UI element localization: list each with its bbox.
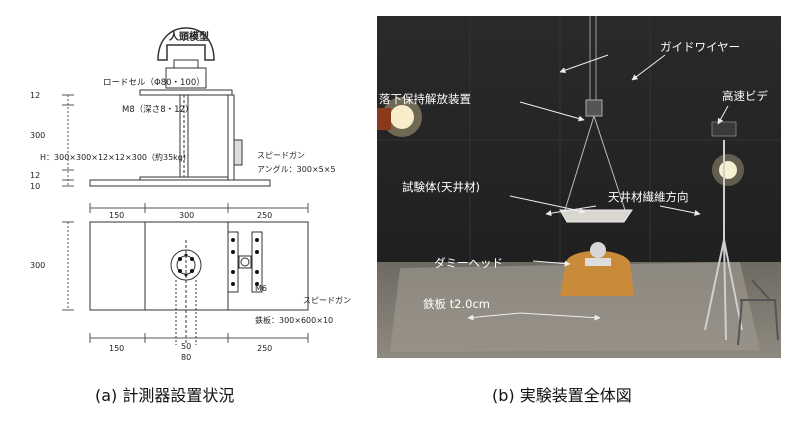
top-dimensions <box>89 203 309 213</box>
dim-left-2: 12 <box>30 171 40 180</box>
release-device-label: 落下保持解放装置 <box>379 92 471 106</box>
dim-left-1: 300 <box>30 131 45 140</box>
dim-bottom-2: 250 <box>257 344 272 353</box>
load-cell-body <box>165 67 207 89</box>
angle-frame <box>227 94 235 181</box>
camera-label: 高速ビデ <box>722 89 768 103</box>
base-plate <box>89 179 271 187</box>
high-speed-camera <box>711 121 737 137</box>
fiber-direction-label: 天井材繊維方向 <box>608 190 689 204</box>
bolt-label: M8（深さ8・12） <box>122 104 193 115</box>
dummy-head-cover <box>560 250 634 296</box>
speedgun-side <box>233 139 243 166</box>
dim-left-3: 10 <box>30 182 40 191</box>
specimen-label: 試験体(天井材) <box>402 180 480 194</box>
head-model-label: 人頭模型 <box>169 30 209 43</box>
steel-plate-photo <box>390 262 760 352</box>
speedgun-label-top: スピードガン <box>257 150 305 160</box>
bolt-holes <box>178 253 194 277</box>
h-section-label: H：300×300×12×12×300（約35kg） <box>40 152 191 162</box>
top-plate <box>139 89 233 96</box>
dim-bottom-0: 150 <box>109 344 124 353</box>
m6-label: M6 <box>255 284 267 293</box>
caption-a: (a) 計測器設置状況 <box>95 386 235 405</box>
dim-top-1: 300 <box>179 211 194 220</box>
left-dimensions <box>62 94 74 187</box>
bottom-dimensions <box>89 333 309 343</box>
head-model-shape <box>157 27 215 61</box>
caption-b: (b) 実験装置全体図 <box>492 386 632 405</box>
dim-bottom-1: 50 <box>181 342 191 351</box>
loadcell-label: ロードセル（Φ80・100） <box>103 77 205 88</box>
plate-label: 鉄板：300×600×10 <box>255 315 333 325</box>
dim-plan-left: 300 <box>30 261 45 270</box>
angle-label: アングル：300×5×5 <box>257 164 336 174</box>
release-device <box>585 99 603 117</box>
camera-tripod <box>704 140 743 341</box>
guide-wire-label: ガイドワイヤー <box>660 40 740 54</box>
base-flange <box>139 176 233 181</box>
dummy-head <box>590 242 606 258</box>
steel-plate-label: 鉄板 t2.0cm <box>423 297 490 311</box>
dummy-head-label: ダミーヘッド <box>434 256 503 270</box>
load-cell <box>173 59 199 69</box>
dim-top-0: 150 <box>109 211 124 220</box>
experiment-photo <box>377 16 781 358</box>
dim-bottom-80: 80 <box>181 353 191 362</box>
speedgun-label-plan: スピードガン <box>303 295 351 305</box>
left-lamp <box>390 105 414 129</box>
specimen-board <box>559 209 633 223</box>
plan-speedgun <box>227 231 239 293</box>
instrument-drawing <box>62 27 309 345</box>
dim-top-2: 250 <box>257 211 272 220</box>
dim-left-0: 12 <box>30 91 40 100</box>
